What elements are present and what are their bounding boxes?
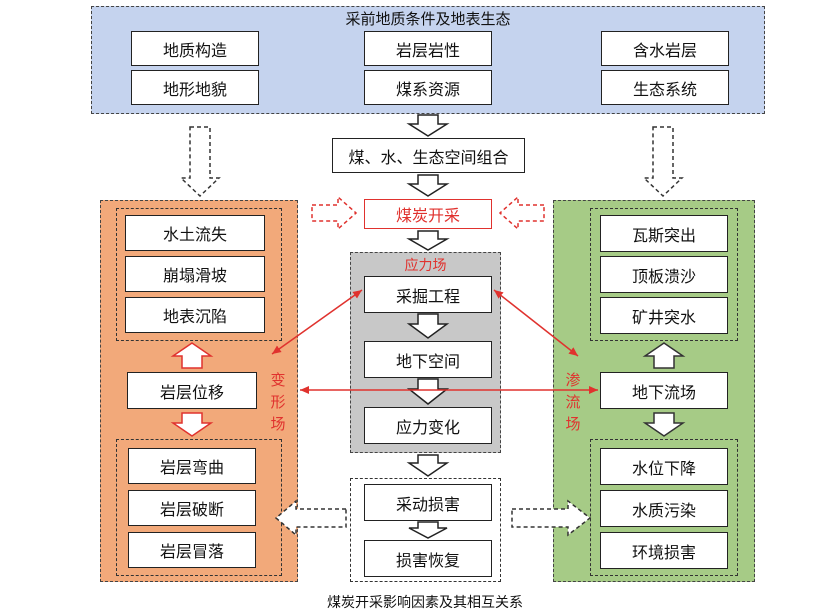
strata-displacement-box: 岩层位移 — [127, 372, 257, 409]
stress-field-title: 应力场 — [404, 258, 447, 274]
environment-damage-box: 环境损害 — [600, 532, 728, 569]
coal-resources-box: 煤系资源 — [364, 70, 492, 105]
strata-fracture-box: 岩层破断 — [128, 490, 256, 526]
down-arrow-icon — [406, 114, 450, 137]
landslide-box: 崩塌滑坡 — [125, 256, 265, 292]
mining-damage-box: 采动损害 — [364, 484, 492, 521]
down-arrow-icon — [406, 313, 450, 339]
soil-erosion-box: 水土流失 — [125, 215, 265, 251]
link-line — [271, 289, 363, 355]
down-arrow-icon — [406, 174, 450, 197]
aquifer-box: 含水岩层 — [601, 31, 729, 66]
left-top-group — [116, 208, 282, 341]
coal-mining-box: 煤炭开采 — [364, 199, 492, 229]
down-arrow-icon — [406, 230, 450, 251]
ecosystem-box: 生态系统 — [601, 70, 729, 105]
landform-box: 地形地貌 — [131, 70, 259, 105]
dashed-left-arrow-icon — [498, 195, 545, 231]
right-top-group — [590, 208, 738, 341]
damage-recovery-box: 损害恢复 — [364, 540, 492, 577]
strata-bending-box: 岩层弯曲 — [128, 448, 256, 484]
link-line — [493, 289, 579, 357]
left-bottom-group — [116, 439, 282, 576]
roof-sand-inrush-box: 顶板溃沙 — [600, 256, 728, 293]
water-level-drop-box: 水位下降 — [600, 448, 728, 485]
deformation-field-label: 变形场 — [270, 371, 286, 433]
surface-subsidence-box: 地表沉陷 — [125, 297, 265, 333]
down-arrow-icon — [642, 412, 686, 437]
down-arrow-icon — [170, 412, 214, 437]
down-arrow-icon — [406, 378, 450, 405]
water-pollution-box: 水质污染 — [600, 490, 728, 527]
dashed-down-arrow-icon — [179, 126, 221, 198]
gas-outburst-box: 瓦斯突出 — [600, 215, 728, 252]
dashed-right-arrow-icon — [311, 195, 358, 231]
rock-lithology-box: 岩层岩性 — [364, 31, 492, 66]
seepage-field-label: 渗流场 — [565, 371, 581, 433]
down-arrow-icon — [408, 521, 448, 539]
up-arrow-icon — [642, 342, 686, 369]
dashed-right-arrow-icon — [511, 499, 592, 537]
stress-change-box: 应力变化 — [364, 407, 492, 444]
mine-water-inrush-box: 矿井突水 — [600, 297, 728, 334]
up-arrow-icon — [170, 342, 214, 369]
damage-group — [350, 478, 501, 582]
dashed-down-arrow-icon — [642, 126, 684, 198]
pre-mining-conditions-title: 采前地质条件及地表生态 — [345, 10, 511, 28]
excavation-engineering-box: 采掘工程 — [364, 276, 492, 313]
spatial-combination-box: 煤、水、生态空间组合 — [332, 138, 525, 173]
geologic-structure-box: 地质构造 — [131, 31, 259, 66]
down-arrow-icon — [406, 454, 450, 477]
underground-flow-box: 地下流场 — [600, 372, 728, 409]
underground-space-box: 地下空间 — [364, 341, 492, 378]
dashed-left-arrow-icon — [274, 499, 347, 537]
right-bottom-group — [590, 439, 738, 576]
strata-caving-box: 岩层冒落 — [128, 532, 256, 568]
